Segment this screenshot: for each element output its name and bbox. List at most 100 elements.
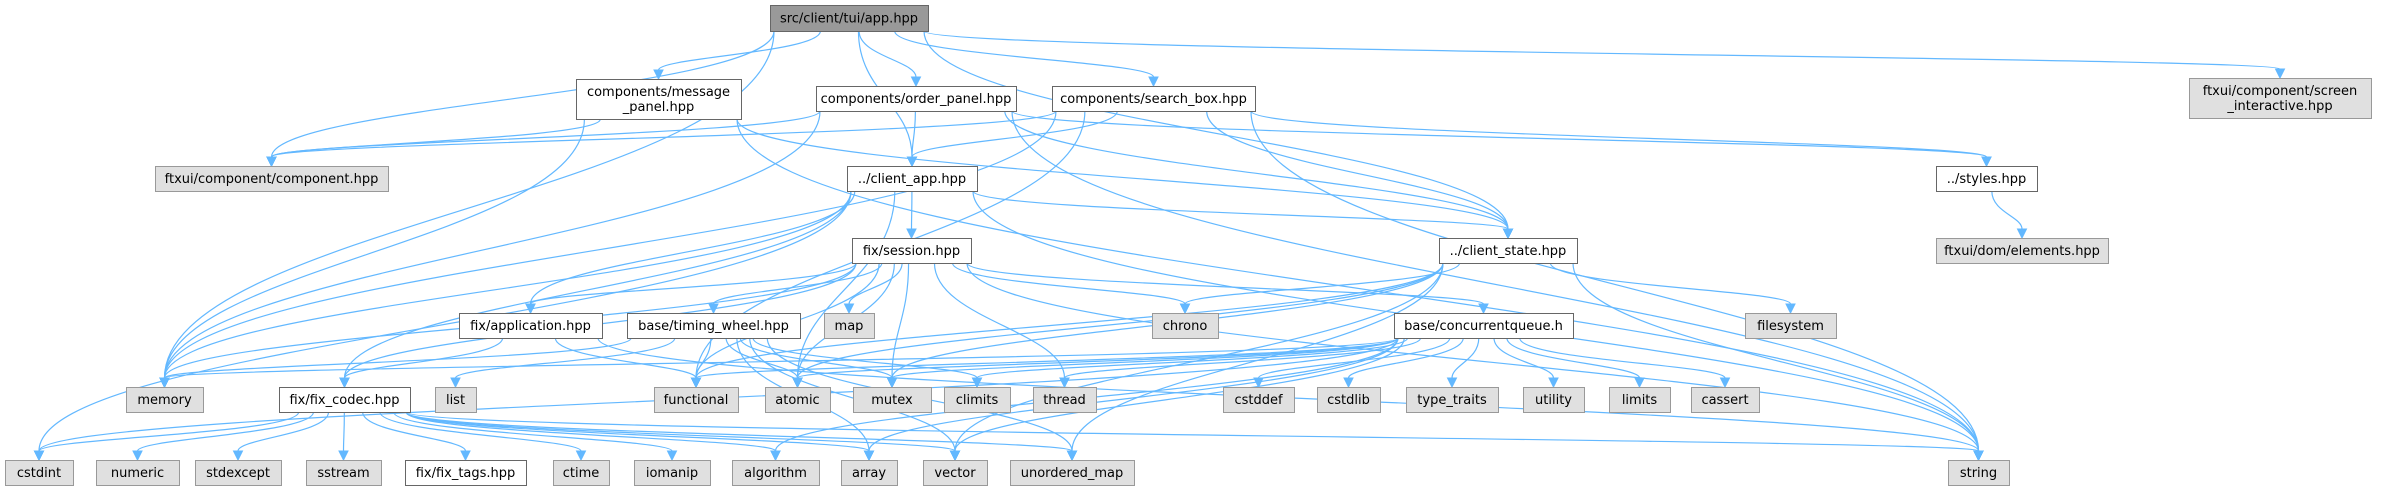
node-session[interactable]: fix/session.hpp [852,238,972,264]
node-map: map [824,313,875,339]
node-label: filesystem [1757,319,1824,334]
node-stdexcept: stdexcept [195,460,282,486]
edge-concurrentqueue-to-functional [690,337,1399,389]
node-search-box[interactable]: components/search_box.hpp [1052,86,1256,112]
node-filesystem: filesystem [1745,313,1837,339]
edge-line [1572,262,1980,452]
edge-line [270,110,821,158]
arrowhead-icon [1719,377,1731,389]
edge-fix_codec-to-stdexcept [232,411,330,462]
node-box [306,460,382,486]
node-label: memory [137,393,192,408]
node-label: list [446,393,465,408]
node-box [1936,166,2038,192]
edge-line [163,337,632,379]
node-box [435,387,477,413]
edge-line [749,337,956,452]
node-message-panel[interactable]: components/message_panel.hpp [576,79,742,120]
node-vector: vector [923,460,988,486]
arrowhead-icon [906,228,917,240]
node-application[interactable]: fix/application.hpp [459,313,603,339]
arrowhead-icon [886,377,898,389]
edge-line [1206,110,1509,230]
edge-line [796,190,896,379]
edge-timing_wheel-to-list [450,337,676,389]
node-chrono: chrono [1152,313,1219,339]
node-label: functional [664,393,729,408]
node-box [1010,460,1135,486]
node-label: map [835,319,864,334]
arrowhead-icon [575,450,587,462]
node-box [1394,313,1574,339]
edge-line [405,411,1980,452]
node-box [770,5,929,32]
node-label: chrono [1163,319,1208,334]
node-box [1033,387,1097,413]
node-box [155,166,389,192]
edge-app-to-message_panel [653,30,822,81]
arrowhead-icon [2274,68,2286,80]
node-fix-codec[interactable]: fix/fix_codec.hpp [279,387,411,413]
node-label: cassert [1701,393,1748,408]
edge-line [1493,337,1555,379]
edge-app-to-search_box [894,30,1159,88]
node-label: type_traits [1417,393,1487,408]
node-fix-tags[interactable]: fix/fix_tags.hpp [405,460,527,486]
node-label: base/timing_wheel.hpp [638,319,789,334]
edge-fix_codec-to-string [405,411,1984,462]
node-atomic: atomic [765,387,831,413]
arrowhead-icon [132,450,143,462]
edge-concurrentqueue-to-atomic [792,337,1399,389]
edge-line [752,337,978,379]
node-component: ftxui/component/component.hpp [155,166,389,192]
edge-line [1250,110,1988,158]
edge-line [848,262,903,305]
node-label: fix/session.hpp [863,244,960,259]
node-label: fix/fix_tags.hpp [416,466,516,481]
node-unordered-map: unordered_map [1010,460,1135,486]
node-label: ftxui/dom/elements.hpp [1944,244,2100,259]
edge-timing_wheel-to-climits [752,337,983,389]
edge-line [695,262,1444,379]
edge-line [736,118,1509,230]
node-list: list [435,387,477,413]
node-styles[interactable]: ../styles.hpp [1936,166,2038,192]
edge-fix_codec-to-fix_tags [362,411,471,462]
node-box [853,387,932,413]
edge-message_panel-to-memory [159,118,585,389]
node-concurrentqueue[interactable]: base/concurrentqueue.h [1394,313,1574,339]
edge-concurrentqueue-to-utility [1493,337,1559,389]
arrowhead-icon [949,450,961,462]
node-label: ../client_state.hpp [1450,244,1567,259]
node-box [1936,238,2109,264]
edge-line [972,190,1509,230]
node-screen-interactive: ftxui/component/screen_interactive.hpp [2189,78,2372,119]
edge-fix_codec-to-unordered_map [405,411,1078,462]
edge-line [405,411,956,452]
node-box [2189,78,2372,119]
node-box [1317,387,1381,413]
edge-line [1004,110,1509,230]
node-label: limits [1622,393,1658,408]
edge-line [657,30,822,71]
node-box [847,166,978,192]
node-box [1691,387,1760,413]
edge-line [695,337,1399,379]
node-timing-wheel[interactable]: base/timing_wheel.hpp [627,313,801,339]
node-client-state[interactable]: ../client_state.hpp [1439,238,1578,264]
arrowhead-icon [33,450,45,462]
node-order-panel[interactable]: components/order_panel.hpp [816,86,1017,112]
edge-line [1549,262,1792,305]
node-app[interactable]: src/client/tui/app.hpp [770,5,929,32]
edge-line [270,118,602,158]
node-box [96,460,180,486]
node-label: components/message [587,85,730,100]
node-label: utility [1535,393,1572,408]
edge-session-to-concurrentqueue [966,262,1489,315]
node-thread: thread [1033,387,1097,413]
arrowhead-icon [906,156,918,168]
node-client-app[interactable]: ../client_app.hpp [847,166,978,192]
arrowhead-icon [1478,303,1489,315]
node-label: ftxui/component/screen [2203,84,2358,99]
node-label: sstream [317,466,369,481]
